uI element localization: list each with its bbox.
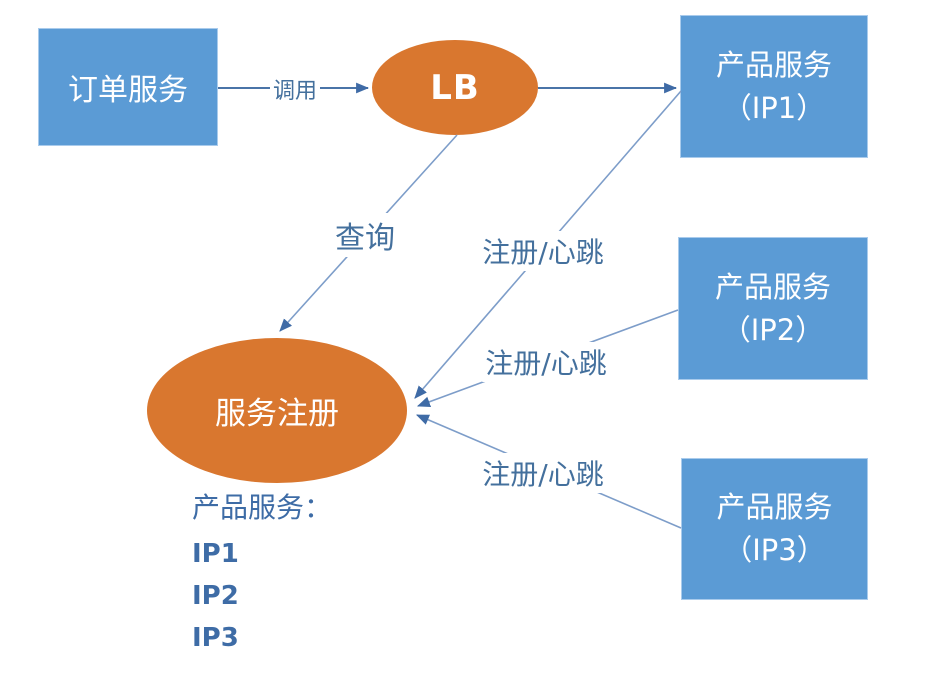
register-heartbeat-label-ip1: 注册/心跳 [479, 231, 607, 271]
load-balancer-node: LB [372, 40, 538, 135]
registry-list-item-ip2: IP2 [192, 581, 239, 611]
register-heartbeat-label-ip3: 注册/心跳 [479, 453, 607, 493]
product-service-ip3-node: 产品服务 （IP3） [681, 458, 868, 600]
registry-list-item-ip1: IP1 [192, 539, 239, 569]
product-service-ip1-title: 产品服务 [715, 47, 832, 82]
product-service-ip2-node: 产品服务 （IP2） [678, 237, 868, 380]
registry-list-title: 产品服务： [192, 491, 333, 524]
registry-list-item-ip3: IP3 [192, 623, 239, 653]
product-service-ip1-address: （IP1） [722, 90, 826, 125]
query-edge-label: 查询 [332, 213, 398, 257]
load-balancer-label: LB [430, 67, 480, 108]
order-service-label: 订单服务 [68, 73, 188, 108]
product-service-ip3-address: （IP3） [723, 533, 826, 567]
service-registry-label: 服务注册 [215, 396, 339, 432]
product-service-ip2-address: （IP2） [721, 312, 825, 347]
call-edge-label: 调用 [269, 73, 321, 105]
order-service-node: 订单服务 [38, 28, 218, 146]
registry-list: 产品服务： IP1 IP2 IP3 [192, 490, 332, 659]
service-registry-node: 服务注册 [147, 338, 407, 483]
product-service-ip3-title: 产品服务 [716, 490, 833, 524]
product-service-ip2-title: 产品服务 [714, 269, 831, 304]
register-heartbeat-label-ip2: 注册/心跳 [482, 342, 610, 382]
product-service-ip1-node: 产品服务 （IP1） [680, 15, 868, 158]
